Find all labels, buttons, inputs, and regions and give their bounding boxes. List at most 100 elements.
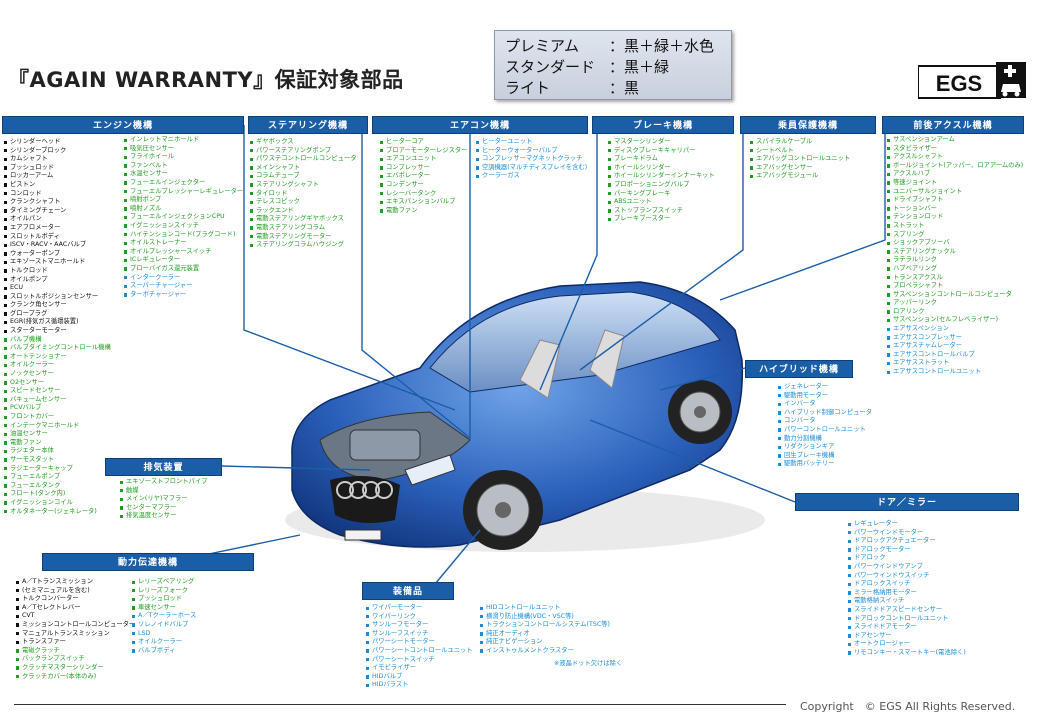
- egs-logo: EGS: [918, 62, 1026, 99]
- part-item: パワーウインドウアンプ: [848, 563, 966, 572]
- part-item: ミラー格納用モーター: [848, 589, 966, 598]
- part-item: 電磁クラッチ: [16, 647, 135, 656]
- part-item: パーキングブレーキ: [608, 190, 715, 199]
- part-item: LSD: [132, 630, 196, 639]
- aircon-parts-list-1: ヒーターコアブロアーモーターレジスターエアコンユニットコンプレッサーエバポレータ…: [380, 138, 467, 215]
- part-item: 電動格納スイッチ: [848, 597, 966, 606]
- part-item: A／Tセレクトレバー: [16, 604, 135, 613]
- part-item: エアフロメーター: [4, 224, 111, 233]
- part-item: 排気温度センサー: [120, 512, 208, 521]
- part-item: コンプレッサーマグネットクラッチ: [476, 155, 587, 164]
- legend-plan-name: スタンダード: [505, 58, 596, 76]
- part-item: フライホイール: [124, 153, 243, 162]
- part-item: トルクロッド: [4, 267, 111, 276]
- part-item: エキゾーストフロントパイプ: [120, 478, 208, 487]
- part-item: バルブ機構: [4, 336, 111, 345]
- part-item: 駆動用モーター: [778, 392, 872, 401]
- part-item: ハブベアリング: [887, 265, 1023, 274]
- part-item: シートベルト: [750, 147, 850, 156]
- part-item: スタビライザー: [887, 145, 1023, 154]
- part-item: ショックアブソーバ: [887, 239, 1023, 248]
- part-item: ハイテンションコード(プラグコード): [124, 231, 243, 240]
- page-title: 『AGAIN WARRANTY』保証対象部品: [8, 68, 404, 92]
- aircon-parts-list-2: ヒーターユニットヒーターウォーターバルブコンプレッサーマグネットクラッチ空調機器…: [476, 138, 587, 181]
- part-item: メイン(リヤ)マフラー: [120, 495, 208, 504]
- legend-row-light: ライト ：黒: [505, 77, 731, 98]
- part-item: 油温センサー: [4, 430, 111, 439]
- part-item: ドアロックコントロールユニット: [848, 615, 966, 624]
- part-item: サーモスタット: [4, 456, 111, 465]
- part-item: サスペンションコントロールコンピュータ: [887, 291, 1023, 300]
- part-item: エアサスコントロールユニット: [887, 368, 1023, 377]
- part-item: HIDバルブ: [366, 673, 473, 682]
- part-item: ストラット: [887, 222, 1023, 231]
- part-item: インタークーラー: [124, 274, 243, 283]
- part-item: シリンダーブロック: [4, 147, 111, 156]
- part-item: エアサスペンション: [887, 325, 1023, 334]
- part-item: 純正ナビゲーション: [480, 638, 610, 647]
- part-item: スターターモーター: [4, 327, 111, 336]
- section-header-engine: エンジン機構: [2, 116, 244, 134]
- part-item: オイルストレーナー: [124, 239, 243, 248]
- part-item: 動力分割機構: [778, 435, 872, 444]
- part-item: A／Tトランスミッション: [16, 578, 135, 587]
- part-item: フューエルポンプ: [4, 473, 111, 482]
- axle-parts-list: サスペンションアームスタビライザーアクスルシャフトボールジョイント(アッパー、ロ…: [887, 136, 1023, 377]
- steering-parts-list: ギヤボックスパワーステアリングポンプパワステコントロールコンピュータメインシャフ…: [250, 138, 357, 250]
- part-item: CVT: [16, 612, 135, 621]
- part-item: ディスクブレーキキャリパー: [608, 147, 715, 156]
- part-item: ブレーキドラム: [608, 155, 715, 164]
- part-item: フューエルインジェクションCPU: [124, 213, 243, 222]
- part-item: プッシュロッド: [4, 164, 111, 173]
- part-item: スライドドアモーター: [848, 623, 966, 632]
- part-item: コンデンサー: [380, 181, 467, 190]
- part-item: プロポーショニングバルブ: [608, 181, 715, 190]
- part-item: コンバータ: [778, 417, 872, 426]
- part-item: ステアリングナックル: [887, 248, 1023, 257]
- section-header-brake: ブレーキ機構: [592, 116, 734, 134]
- part-item: ハイブリッド制御コンピュータ: [778, 409, 872, 418]
- part-item: クラッチマスターシリンダー: [16, 664, 135, 673]
- copyright-text: Copyright © EGS All Rights Reserved.: [800, 700, 1016, 713]
- part-item: ドアロック: [848, 554, 966, 563]
- part-item: ワイパーモーター: [366, 604, 473, 613]
- part-item: リダクションギア: [778, 443, 872, 452]
- section-header-hybrid: ハイブリッド機構: [745, 360, 853, 378]
- exhaust-parts-list: エキゾーストフロントパイプ触媒メイン(リヤ)マフラーセンターマフラー排気温度セン…: [120, 478, 208, 521]
- section-header-drivetrain: 動力伝達機構: [42, 553, 254, 571]
- part-item: エバポレーター: [380, 172, 467, 181]
- part-item: フューエルタンク: [4, 482, 111, 491]
- part-item: クランク角センサー: [4, 301, 111, 310]
- part-item: ECU: [4, 284, 111, 293]
- part-item: サスペンション(セルフレベライザー): [887, 316, 1023, 325]
- part-item: パワーコントロールユニット: [778, 426, 872, 435]
- part-item: ノックセンサー: [4, 370, 111, 379]
- part-item: フロントカバー: [4, 413, 111, 422]
- part-item: レシーバータンク: [380, 190, 467, 199]
- part-item: プッシュロッド: [132, 595, 196, 604]
- part-item: HIDバラスト: [366, 681, 473, 690]
- part-item: ステアリングシャフト: [250, 181, 357, 190]
- car-plus-icon: [1001, 84, 1021, 97]
- door-parts-list: レギュレーターパワーウインドモータードアロックアクチュエータードアロックモーター…: [848, 520, 966, 658]
- part-item: スロットルポジションセンサー: [4, 293, 111, 302]
- part-item: ブロアーモーターレジスター: [380, 147, 467, 156]
- part-item: ABSユニット: [608, 198, 715, 207]
- engine-parts-list-2: インレットマニホールド吸気圧センサーフライホイールファンベルト水温センサーフュー…: [124, 136, 243, 299]
- part-item: アッパーリンク: [887, 299, 1023, 308]
- part-item: ターボチャージャー: [124, 291, 243, 300]
- part-item: PCVバルブ: [4, 404, 111, 413]
- part-item: ホイールシリンダーインナーキット: [608, 172, 715, 181]
- part-item: エアバッグコントロールユニット: [750, 155, 850, 164]
- part-item: コラムチューブ: [250, 172, 357, 181]
- part-item: 噴射ポンプ: [124, 196, 243, 205]
- part-item: ISCV・RACV・AACバルブ: [4, 241, 111, 250]
- part-item: マスターシリンダー: [608, 138, 715, 147]
- part-item: ミッションコントロールコンピューター: [16, 621, 135, 630]
- part-item: メインシャフト: [250, 164, 357, 173]
- part-item: トーションバー: [887, 205, 1023, 214]
- part-item: イグニッションスイッチ: [124, 222, 243, 231]
